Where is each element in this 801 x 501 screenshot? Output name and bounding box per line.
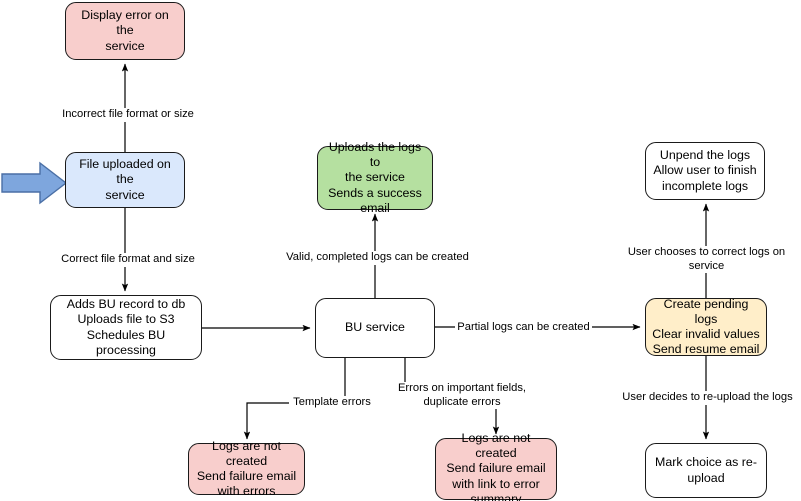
- edge-label-correct-file-format: Correct file format and size: [58, 253, 198, 267]
- edge-label-template-errors: Template errors: [289, 396, 375, 410]
- node-logs-not-created-template-errors[interactable]: Logs are not created Send failure email …: [188, 439, 305, 498]
- node-adds-bu-record[interactable]: Adds BU record to db Uploads file to S3 …: [50, 295, 202, 360]
- node-file-uploaded-on-service[interactable]: File uploaded on the service: [65, 152, 185, 208]
- node-logs-not-created-error-summary[interactable]: Logs are not created Send failure email …: [435, 431, 557, 501]
- node-mark-choice-reupload[interactable]: Mark choice as re- upload: [645, 443, 767, 498]
- node-uploads-logs-success[interactable]: Uploads the logs to the service Sends a …: [317, 140, 433, 215]
- entry-block-arrow-icon: [1, 161, 68, 205]
- edge-label-user-chooses-correct-logs: User chooses to correct logs on service: [607, 246, 801, 274]
- edge-label-valid-completed-logs: Valid, completed logs can be created: [283, 251, 472, 265]
- node-display-error[interactable]: Display error on the service: [65, 2, 185, 60]
- edge-label-errors-important-fields: Errors on important fields, duplicate er…: [393, 382, 531, 410]
- node-unpend-logs[interactable]: Unpend the logs Allow user to finish inc…: [645, 142, 765, 200]
- edge-label-incorrect-file-format: Incorrect file format or size: [56, 108, 200, 122]
- node-create-pending-logs[interactable]: Create pending logs Clear invalid values…: [645, 297, 767, 356]
- edge-label-partial-logs: Partial logs can be created: [455, 321, 592, 335]
- node-bu-service[interactable]: BU service: [315, 298, 435, 358]
- edge-label-user-decides-reupload: User decides to re-upload the logs: [618, 391, 797, 405]
